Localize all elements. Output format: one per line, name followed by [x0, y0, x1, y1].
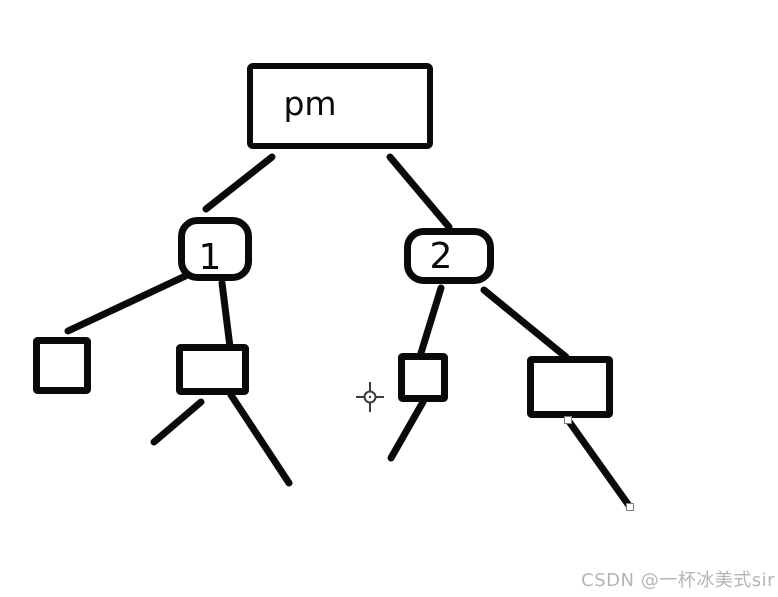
edge-leaf-2b-branch[interactable] [564, 416, 634, 511]
edge-2-to-leaf-2a[interactable] [417, 284, 445, 357]
leaf-2a-box[interactable] [398, 353, 448, 402]
edge-root-to-2[interactable] [386, 153, 453, 231]
cursor-cross-arms [356, 382, 384, 412]
edge-root-to-1[interactable] [202, 153, 276, 213]
node-root-label: pm [283, 84, 336, 123]
edge-leaf-1b-right[interactable] [227, 391, 293, 487]
cursor-center-dot [368, 395, 372, 399]
edge-leaf-2a-branch[interactable] [387, 398, 427, 462]
edge-2-to-leaf-2b[interactable] [480, 286, 570, 361]
selection-handle[interactable] [564, 416, 572, 424]
node-2-box[interactable] [404, 228, 494, 284]
leaf-1a-box[interactable] [33, 337, 91, 394]
leaf-2b-box[interactable] [527, 356, 613, 418]
precision-select-cursor-icon [356, 382, 384, 412]
edge-1-to-leaf-1b[interactable] [218, 279, 234, 351]
node-2-label: 2 [430, 236, 453, 277]
csdn-watermark: CSDN @一杯冰美式sir [581, 570, 775, 591]
selection-handle[interactable] [626, 503, 634, 511]
edge-leaf-1b-left[interactable] [150, 398, 205, 446]
leaf-1b-box[interactable] [176, 344, 249, 395]
node-1-box[interactable] [178, 217, 252, 281]
node-root-box[interactable] [247, 63, 433, 149]
node-1-label: 1 [199, 237, 222, 278]
edge-1-to-leaf-1a[interactable] [64, 267, 200, 335]
cursor-circle [363, 390, 377, 404]
